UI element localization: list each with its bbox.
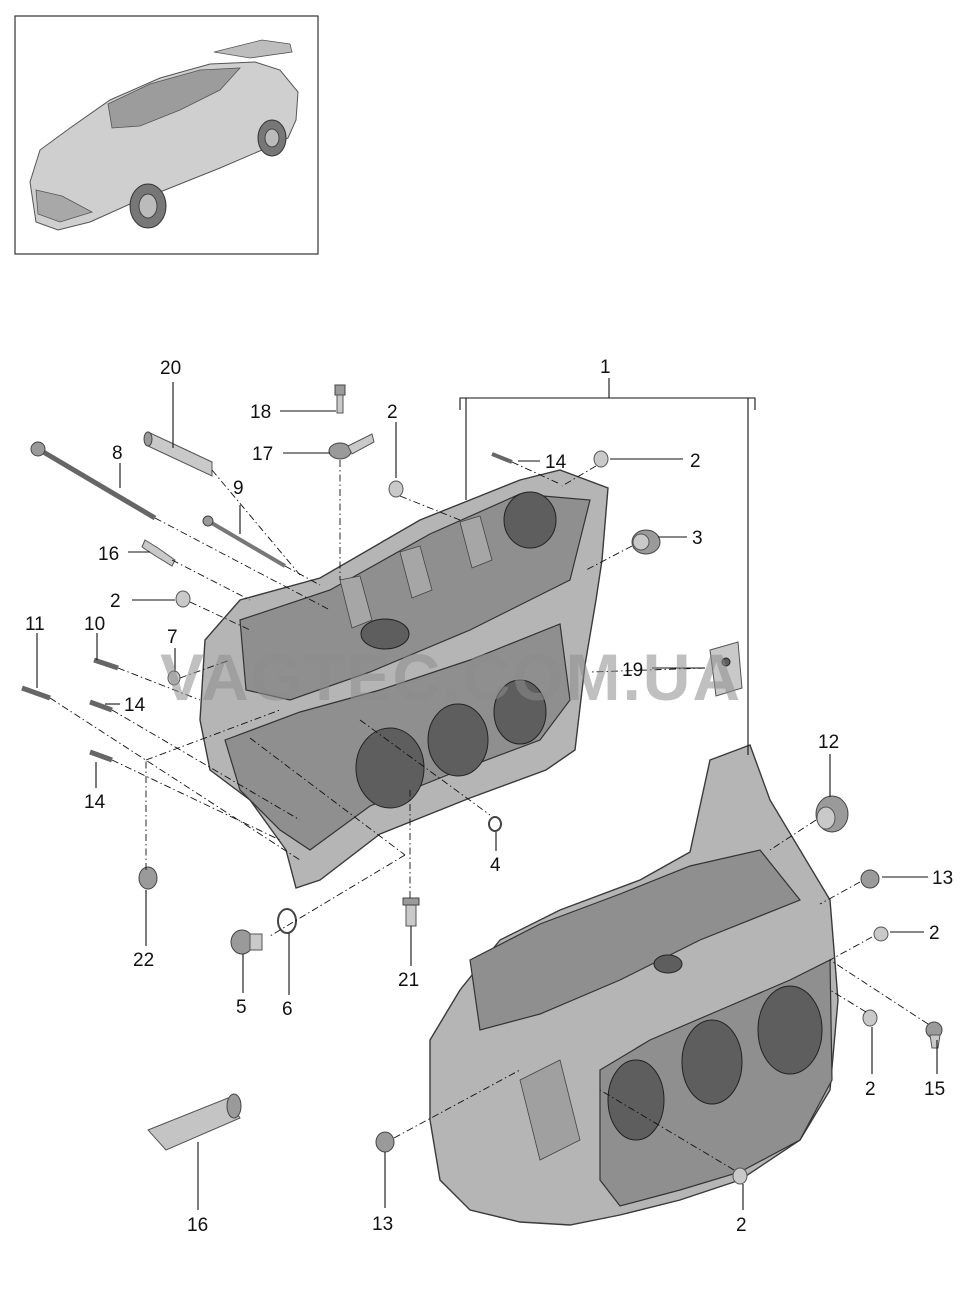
callout-2: 2 xyxy=(929,923,940,944)
long-bolt-part xyxy=(30,441,157,521)
callout-21: 21 xyxy=(398,970,419,991)
plug-part-22 xyxy=(138,866,158,890)
crankcase-upper-half xyxy=(199,469,609,889)
callout-3: 3 xyxy=(692,528,703,549)
callout-2: 2 xyxy=(110,591,121,612)
plug-part xyxy=(732,1167,748,1185)
callout-2: 2 xyxy=(690,451,701,472)
callout-1: 1 xyxy=(600,357,611,378)
callout-labels: 1 20 18 2 17 8 14 2 9 3 16 2 11 10 7 19 … xyxy=(25,357,953,1236)
bolt-part-14 xyxy=(89,699,113,713)
callout-4: 4 xyxy=(490,855,501,876)
vehicle-thumbnail xyxy=(14,15,319,255)
callout-12: 12 xyxy=(818,732,839,753)
crankcase-lower-half xyxy=(429,744,839,1226)
bolt-part-14 xyxy=(491,452,513,464)
callout-16: 16 xyxy=(187,1215,208,1236)
callout-19: 19 xyxy=(622,660,643,681)
callout-5: 5 xyxy=(236,997,247,1018)
callout-6: 6 xyxy=(282,999,293,1020)
bolt-part-11 xyxy=(21,685,51,701)
plug-part-13 xyxy=(860,869,880,889)
sealant-part-small xyxy=(141,539,176,567)
callout-22: 22 xyxy=(133,950,154,971)
callout-9: 9 xyxy=(233,478,244,499)
callout-16: 16 xyxy=(98,544,119,565)
sensor-part-15 xyxy=(925,1021,943,1049)
o-ring-part-6 xyxy=(277,908,297,934)
callout-15: 15 xyxy=(924,1079,945,1100)
callout-14: 14 xyxy=(124,695,146,716)
callout-2: 2 xyxy=(865,1079,876,1100)
bolt-part-9 xyxy=(202,515,287,568)
watermark-text: VAGTEC.COM.UA xyxy=(160,640,742,714)
callout-13: 13 xyxy=(932,868,953,889)
callout-8: 8 xyxy=(112,443,123,464)
callout-14: 14 xyxy=(84,792,106,813)
plug-part xyxy=(873,926,889,942)
callout-17: 17 xyxy=(252,444,273,465)
screw-plug-part xyxy=(230,929,263,955)
bolt-part-10 xyxy=(93,657,119,671)
plug-part-13 xyxy=(375,1131,395,1153)
car-illustration xyxy=(29,39,299,231)
shaft-seal-part xyxy=(631,529,661,555)
small-parts xyxy=(21,384,943,1185)
leader-lines xyxy=(36,378,938,1210)
o-ring-part xyxy=(488,816,502,832)
callout-7: 7 xyxy=(167,627,178,648)
callout-2: 2 xyxy=(736,1215,747,1236)
callout-18: 18 xyxy=(250,402,271,423)
plug-part xyxy=(862,1009,878,1027)
callout-14: 14 xyxy=(545,452,567,473)
plug-part xyxy=(388,480,404,498)
sealant-tube-part xyxy=(147,1093,242,1151)
plug-part xyxy=(175,590,191,608)
assembly-lines xyxy=(49,460,929,1171)
sensor-part-17 xyxy=(328,433,375,460)
bolt-part-21 xyxy=(402,897,420,927)
bolt-part-18 xyxy=(334,384,346,414)
callout-10: 10 xyxy=(84,614,105,635)
shaft-seal-part-large xyxy=(815,795,849,833)
plug-part xyxy=(593,450,609,468)
callout-11: 11 xyxy=(25,614,45,635)
callout-13: 13 xyxy=(372,1214,393,1235)
bracket-part-19 xyxy=(709,641,743,697)
dowel-sleeve-part xyxy=(143,431,213,477)
callout-20: 20 xyxy=(160,358,181,379)
bolt-part-14 xyxy=(89,749,113,763)
callout-2: 2 xyxy=(387,402,398,423)
